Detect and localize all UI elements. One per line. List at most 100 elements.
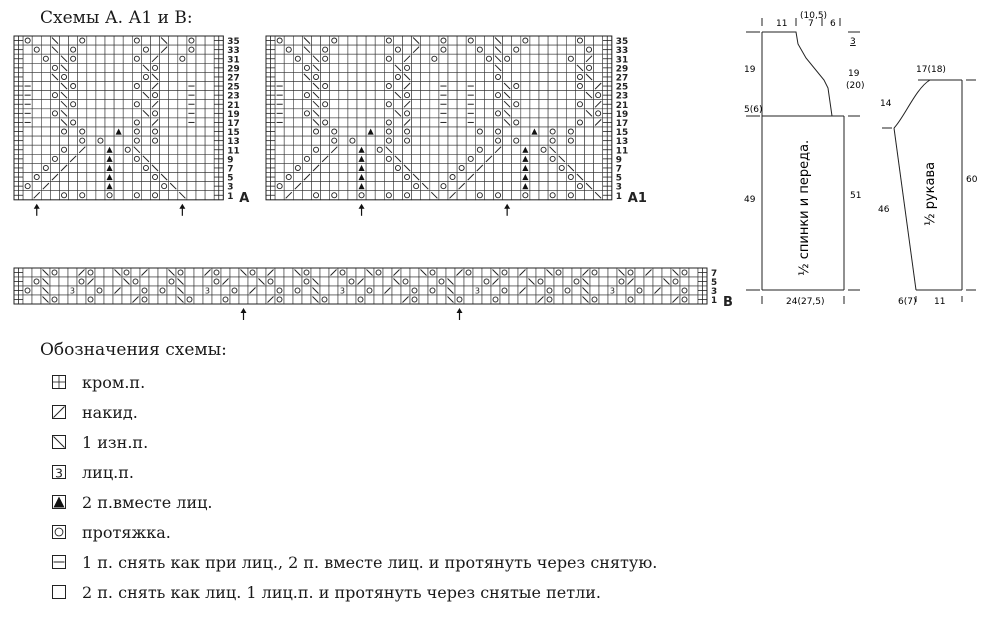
row-number: 17	[616, 119, 628, 129]
row-number: 19	[616, 110, 628, 120]
row-number: 5	[616, 174, 622, 184]
row-number: 7	[227, 165, 233, 175]
legend-item-text: кром.п.	[82, 372, 146, 392]
chart-label: B	[723, 295, 733, 310]
legend-item: кром.п.	[52, 370, 145, 394]
dim-top-mid-b: 7	[808, 19, 814, 29]
row-number: 9	[227, 155, 233, 165]
body-outline-top	[762, 31, 833, 117]
row-number: 25	[616, 83, 628, 93]
sk2p-icon	[52, 555, 66, 569]
legend-item-text: 1 п. снять как при лиц., 2 п. вместе лиц…	[82, 552, 658, 572]
row-number: 3	[227, 183, 233, 193]
svg-text:3: 3	[475, 286, 480, 296]
svg-text:3: 3	[70, 286, 75, 296]
chart-label: A	[239, 191, 249, 206]
row-number: 29	[616, 64, 628, 74]
legend-item-text: лиц.п.	[82, 462, 134, 482]
legend-item: 2 п. снять как лиц. 1 лиц.п. и протянуть…	[52, 580, 601, 604]
row-number: 5	[711, 278, 717, 288]
dim-right-body: 51	[850, 191, 861, 201]
row-number: 7	[616, 165, 622, 175]
legend-item-text: накид.	[82, 402, 138, 422]
svg-text:3: 3	[205, 286, 210, 296]
row-number: 3	[711, 287, 717, 297]
legend-item-text: 1 изн.п.	[82, 432, 149, 452]
legend-item: 2 п.вместе лиц.	[52, 490, 213, 514]
body-pattern: 11 (10,5) 7 6 3 19 19 (20) 5(6) 49 51 24…	[744, 11, 864, 307]
row-number: 1	[616, 192, 622, 202]
row-number: 23	[616, 92, 628, 102]
row-number: 35	[616, 37, 628, 47]
row-number: 11	[227, 146, 239, 156]
row-number: 19	[227, 110, 239, 120]
edge-stitch-icon	[52, 375, 66, 389]
dim-left-armhole: 19	[744, 65, 756, 75]
k2tog-icon	[52, 495, 66, 509]
legend-item: протяжка.	[52, 520, 171, 544]
svg-text:3: 3	[610, 286, 615, 296]
row-number: 27	[616, 74, 628, 84]
yarn-over-icon	[52, 405, 66, 419]
row-number: 25	[227, 83, 239, 93]
sleeve-label: ½ рукава	[923, 162, 938, 226]
dim-right-armhole-a: 19	[848, 69, 860, 79]
row-number: 33	[616, 46, 628, 56]
legend-title: Обозначения схемы:	[40, 340, 227, 360]
row-number: 11	[616, 146, 628, 156]
row-number: 35	[227, 37, 239, 47]
sleeve-dim-bottom-b: 11	[934, 297, 945, 307]
sleeve-dim-left: 46	[878, 205, 890, 215]
row-number: 5	[227, 174, 233, 184]
row-number: 21	[616, 101, 628, 111]
legend-item: накид.	[52, 400, 138, 424]
chart-b-grid: 3 3 3 3 3	[13, 267, 708, 305]
sleeve-cap-outline	[893, 79, 962, 129]
row-number: 13	[616, 137, 628, 147]
row-number: 7	[711, 269, 717, 279]
row-number: 27	[227, 74, 239, 84]
legend-item: 3 лиц.п.	[52, 460, 134, 484]
row-number: 17	[227, 119, 239, 129]
dim-top-mid-a: (10,5)	[800, 11, 827, 21]
chart-a-grid	[13, 35, 224, 201]
row-number: 15	[616, 128, 628, 138]
row-number: 31	[616, 55, 628, 65]
chart-a1-grid	[265, 35, 613, 201]
sleeve-left-outline	[893, 127, 917, 291]
dim-bottom: 24(27,5)	[786, 297, 825, 307]
dim-left-body: 49	[744, 195, 756, 205]
row-number: 1	[711, 296, 717, 306]
row-number: 23	[227, 92, 239, 102]
knit-icon: 3	[52, 465, 66, 479]
purl-icon	[52, 435, 66, 449]
svg-text:3: 3	[340, 286, 345, 296]
legend-item-text: 2 п. снять как лиц. 1 лиц.п. и протянуть…	[82, 582, 601, 602]
row-number: 13	[227, 137, 239, 147]
pull-through-icon	[52, 525, 66, 539]
row-number: 33	[227, 46, 239, 56]
page-title: Схемы А. А1 и В:	[40, 8, 193, 28]
chart-label: A1	[628, 191, 647, 206]
ssk-icon	[52, 585, 66, 599]
row-number: 9	[616, 155, 622, 165]
sleeve-dim-cap: 14	[880, 99, 892, 109]
row-number: 31	[227, 55, 239, 65]
dim-right-mark: 3	[850, 37, 856, 47]
row-number: 15	[227, 128, 239, 138]
legend-item: 1 п. снять как при лиц., 2 п. вместе лиц…	[52, 550, 657, 574]
body-label: ½ спинки и переда.	[797, 140, 812, 276]
row-number: 21	[227, 101, 239, 111]
dim-side-small: 5(6)	[744, 105, 762, 115]
sleeve-pattern: 17(18) 14 60 46 6(7) 11 ½ рукава	[878, 65, 978, 307]
sleeve-dim-top: 17(18)	[916, 65, 946, 75]
legend-item-text: протяжка.	[82, 522, 171, 542]
dim-right-armhole-b: (20)	[846, 81, 864, 91]
dim-top-left: 11	[776, 19, 787, 29]
svg-text:3: 3	[55, 466, 63, 480]
dim-top-right: 6	[830, 19, 836, 29]
legend-item-text: 2 п.вместе лиц.	[82, 492, 213, 512]
